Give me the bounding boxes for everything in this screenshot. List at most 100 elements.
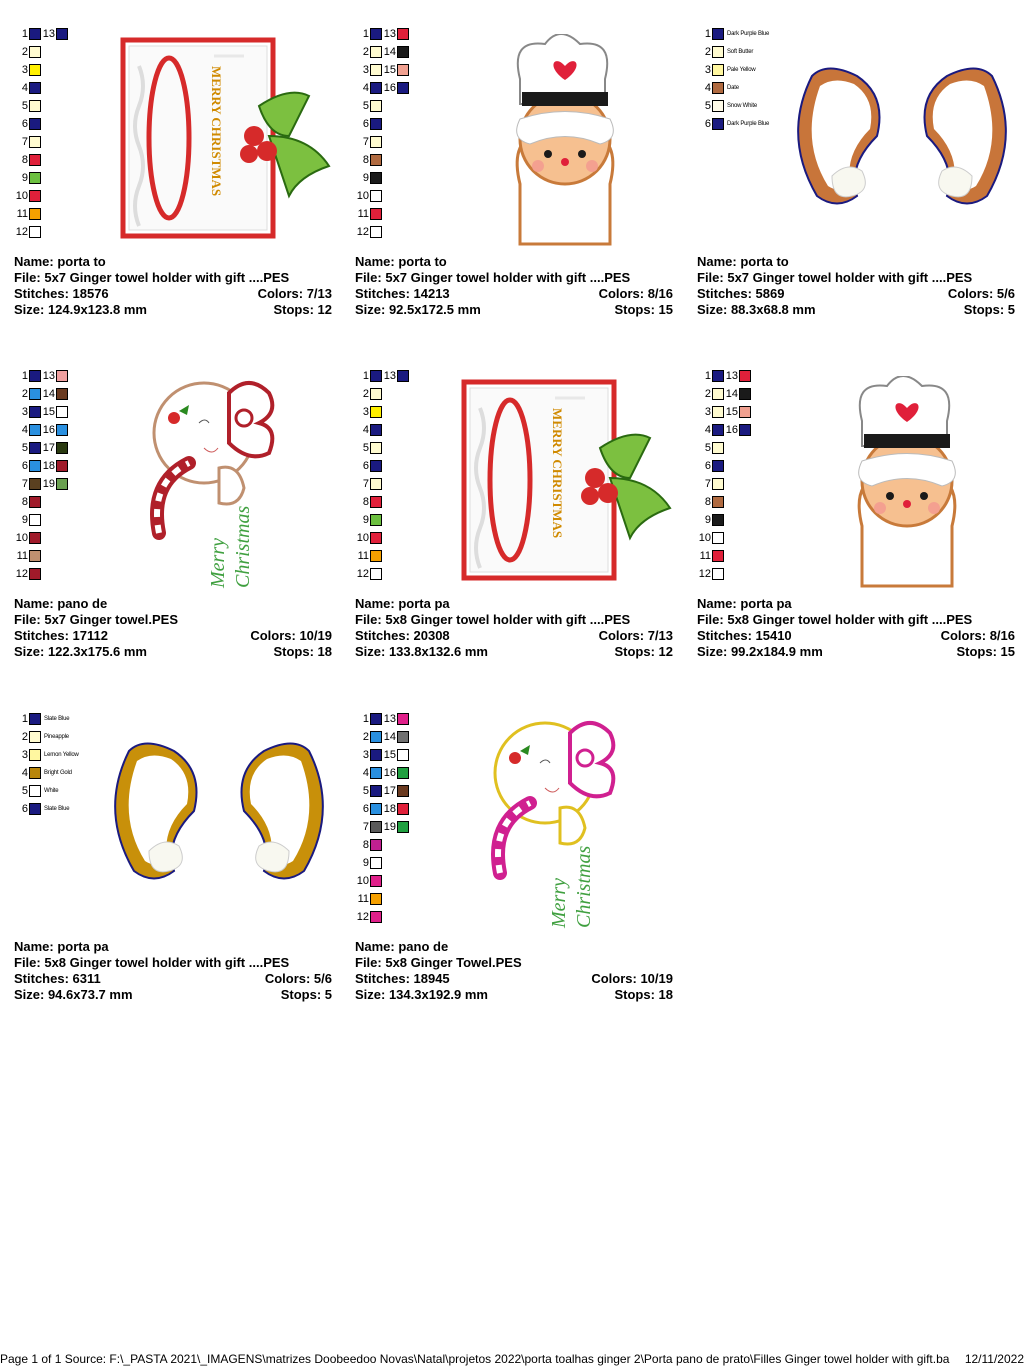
color-swatch	[739, 370, 751, 382]
svg-text:MERRY CHRISTMAS: MERRY CHRISTMAS	[550, 408, 565, 538]
color-swatch	[56, 28, 68, 40]
palette-index: 1	[21, 370, 28, 382]
color-count: Colors: 5/6	[264, 971, 332, 986]
color-swatch	[370, 857, 382, 869]
palette-row: 12	[355, 909, 382, 925]
palette-row: 4	[355, 422, 382, 438]
palette-index: 2	[21, 46, 28, 58]
color-swatch	[370, 478, 382, 490]
color-swatch	[29, 100, 41, 112]
palette-index: 4	[704, 82, 711, 94]
color-swatch	[29, 118, 41, 130]
palette-index: 6	[362, 460, 369, 472]
design-file: File: 5x7 Ginger towel holder with gift …	[14, 270, 290, 285]
stop-count: Stops: 18	[273, 644, 332, 659]
color-swatch	[370, 388, 382, 400]
palette-index: 14	[42, 388, 55, 400]
color-swatch	[370, 713, 382, 725]
design-name: Name: pano de	[14, 596, 108, 611]
palette-index: 5	[362, 785, 369, 797]
palette-index: 6	[21, 803, 28, 815]
palette-index: 7	[21, 478, 28, 490]
palette-index: 10	[15, 532, 28, 544]
color-swatch	[370, 136, 382, 148]
color-swatch	[712, 424, 724, 436]
card-holly-icon: MERRY CHRISTMAS	[460, 378, 675, 593]
palette-row: 11	[355, 206, 382, 222]
design-file: File: 5x8 Ginger towel holder with gift …	[355, 612, 631, 627]
color-swatch	[712, 550, 724, 562]
palette-index: 13	[383, 28, 396, 40]
palette-index: 6	[21, 460, 28, 472]
palette-index: 14	[383, 731, 396, 743]
color-swatch	[29, 82, 41, 94]
palette-index: 6	[362, 803, 369, 815]
color-swatch	[56, 460, 68, 472]
palette-index: 5	[21, 442, 28, 454]
palette-row: 12	[355, 224, 382, 240]
design-name: Name: porta to	[355, 254, 447, 269]
color-swatch	[370, 154, 382, 166]
palette-index: 11	[16, 550, 28, 562]
design-name: Name: porta to	[14, 254, 106, 269]
palette-index: 8	[704, 496, 711, 508]
palette-index: 12	[356, 568, 369, 580]
color-swatch	[56, 442, 68, 454]
color-swatch	[739, 406, 751, 418]
palette-row: 10	[355, 188, 382, 204]
palette-index: 9	[21, 514, 28, 526]
palette-index: 1	[21, 28, 28, 40]
color-swatch	[397, 749, 409, 761]
palette-index: 7	[362, 821, 369, 833]
palette-index: 7	[362, 478, 369, 490]
palette-index: 13	[383, 370, 396, 382]
color-swatch	[29, 496, 41, 508]
palette-row: 10	[14, 530, 41, 546]
palette-index: 11	[699, 550, 711, 562]
design-info: Name: porta to File: 5x7 Ginger towel ho…	[14, 254, 332, 318]
palette-index: 16	[383, 82, 396, 94]
color-swatch	[56, 424, 68, 436]
design-size: Size: 124.9x123.8 mm	[14, 302, 147, 317]
color-swatch	[712, 118, 724, 130]
color-swatch	[739, 388, 751, 400]
color-count: Colors: 7/13	[598, 628, 673, 643]
palette-index: 7	[21, 136, 28, 148]
color-swatch	[370, 550, 382, 562]
color-swatch	[56, 388, 68, 400]
color-swatch	[712, 532, 724, 544]
palette-index: 3	[704, 64, 711, 76]
color-swatch	[370, 406, 382, 418]
palette-row: 12	[14, 566, 41, 582]
palette-index: 2	[362, 46, 369, 58]
palette-index: 4	[704, 424, 711, 436]
svg-text:Christmas: Christmas	[232, 506, 254, 588]
color-swatch	[712, 568, 724, 580]
color-swatch	[29, 424, 41, 436]
thread-name: Soft Butter	[727, 49, 754, 55]
palette-index: 4	[362, 424, 369, 436]
palette-index: 17	[383, 785, 396, 797]
palette-index: 6	[704, 460, 711, 472]
color-swatch	[739, 424, 751, 436]
palette-index: 1	[362, 713, 369, 725]
card-holly-icon: MERRY CHRISTMAS	[119, 36, 334, 251]
palette-index: 2	[21, 731, 28, 743]
color-swatch	[370, 514, 382, 526]
color-swatch	[397, 370, 409, 382]
design-size: Size: 99.2x184.9 mm	[697, 644, 823, 659]
color-swatch	[370, 911, 382, 923]
color-swatch	[370, 893, 382, 905]
palette-index: 5	[21, 100, 28, 112]
color-swatch	[29, 731, 41, 743]
